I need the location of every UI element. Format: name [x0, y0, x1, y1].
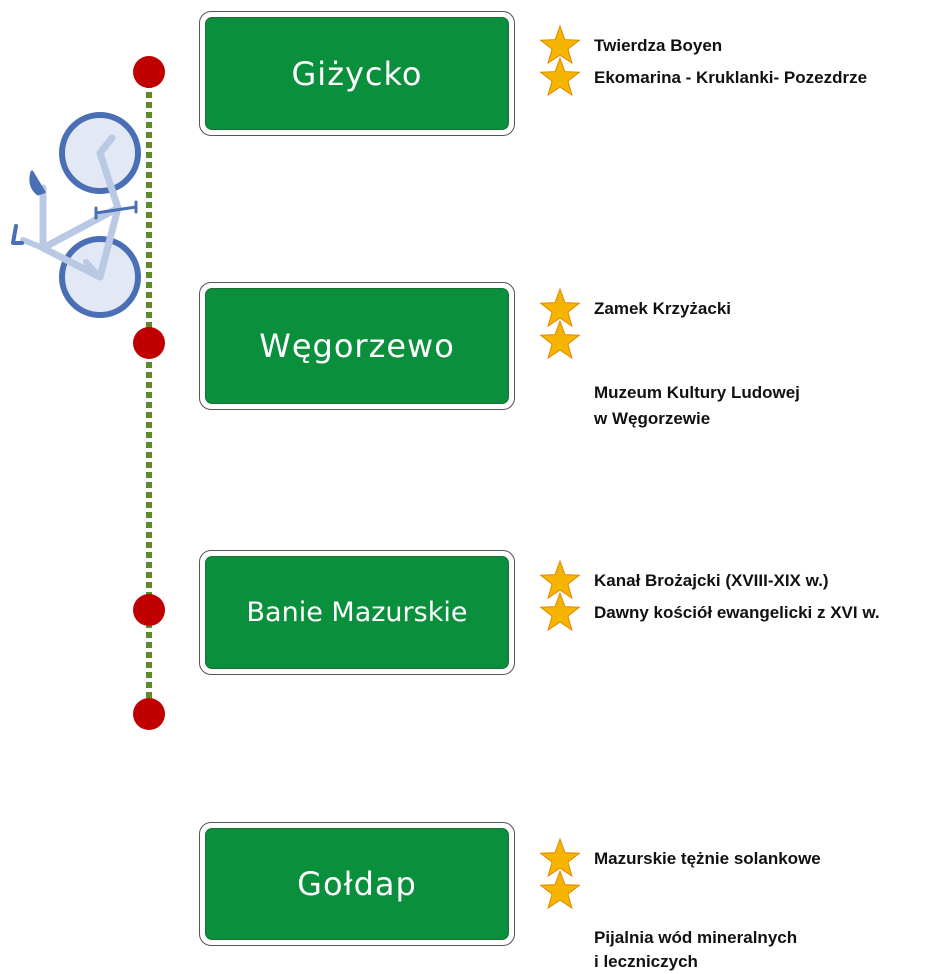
star-icon — [540, 870, 580, 910]
star-icon — [540, 838, 580, 878]
star-icon — [540, 288, 580, 328]
attraction-item: Zamek Krzyżacki — [540, 288, 800, 328]
attraction-item: Muzeum Kultury Ludowej w Węgorzewie — [540, 320, 800, 432]
attraction-label: Dawny kościół ewangelicki z XVI w. — [594, 603, 880, 622]
attractions-gizycko: Twierdza Boyen Ekomarina - Kruklanki- Po… — [540, 25, 868, 97]
town-sign-goldap: Gołdap — [199, 822, 515, 946]
attraction-label: Twierdza Boyen — [594, 36, 723, 55]
town-name: Gołdap — [297, 865, 417, 903]
attractions-wegorzewo: Zamek Krzyżacki Muzeum Kultury Ludowej w… — [540, 288, 800, 432]
attraction-label: Kanał Brożajcki (XVIII-XIX w.) — [594, 571, 829, 590]
stop-marker-goldap — [133, 698, 165, 730]
star-icon — [540, 560, 580, 600]
town-sign-panel: Węgorzewo — [205, 288, 509, 404]
attraction-item: Pijalnia wód mineralnych i leczniczych — [540, 870, 821, 974]
town-sign-panel: Gołdap — [205, 828, 509, 940]
attraction-item: Dawny kościół ewangelicki z XVI w. — [540, 592, 880, 632]
attraction-label: Mazurskie tężnie solankowe — [594, 849, 821, 868]
attraction-item: Mazurskie tężnie solankowe — [540, 838, 821, 878]
town-name: Węgorzewo — [259, 327, 455, 365]
town-sign-panel: Banie Mazurskie — [205, 556, 509, 669]
attraction-label: Muzeum Kultury Ludowej w Węgorzewie — [594, 383, 800, 428]
star-icon — [540, 592, 580, 632]
bicycle-icon — [11, 112, 141, 318]
attraction-item: Ekomarina - Kruklanki- Pozezdrze — [540, 57, 868, 97]
town-name: Banie Mazurskie — [246, 597, 468, 628]
star-icon — [540, 320, 580, 360]
route-line — [146, 72, 152, 727]
attraction-item: Twierdza Boyen — [540, 25, 867, 65]
stop-marker-wegorzewo — [133, 327, 165, 359]
town-sign-gizycko: Giżycko — [199, 11, 515, 136]
attraction-label: Zamek Krzyżacki — [594, 299, 732, 318]
town-sign-panel: Giżycko — [205, 17, 509, 130]
stop-marker-banie-mazurskie — [133, 594, 165, 626]
attractions-goldap: Mazurskie tężnie solankowe Pijalnia wód … — [540, 838, 821, 974]
stop-marker-gizycko — [133, 56, 165, 88]
star-icon — [540, 25, 580, 65]
town-name: Giżycko — [291, 54, 423, 93]
attraction-label: Pijalnia wód mineralnych i leczniczych — [594, 928, 798, 971]
town-sign-wegorzewo: Węgorzewo — [199, 282, 515, 410]
town-sign-banie-mazurskie: Banie Mazurskie — [199, 550, 515, 675]
attractions-banie-mazurskie: Kanał Brożajcki (XVIII-XIX w.) Dawny koś… — [540, 560, 880, 632]
attraction-item: Kanał Brożajcki (XVIII-XIX w.) — [540, 560, 880, 600]
attraction-label: Ekomarina - Kruklanki- Pozezdrze — [594, 68, 868, 87]
star-icon — [540, 57, 580, 97]
